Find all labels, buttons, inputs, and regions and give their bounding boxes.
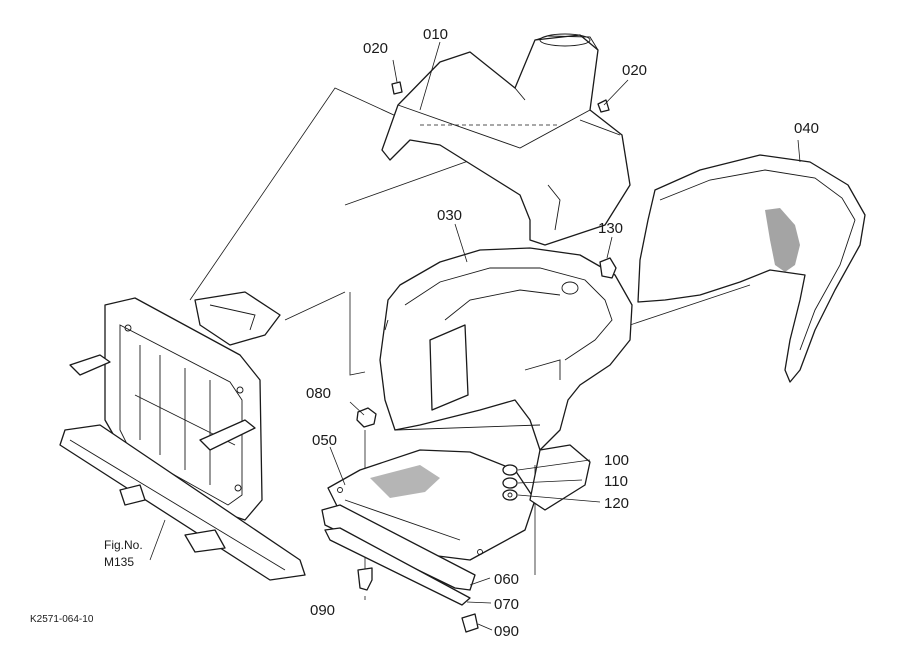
callout-090-right: 090 xyxy=(494,623,519,640)
callout-070: 070 xyxy=(494,596,519,613)
callout-010: 010 xyxy=(423,26,448,43)
callout-020-right: 020 xyxy=(622,62,647,79)
callout-120: 120 xyxy=(604,495,629,512)
callout-060: 060 xyxy=(494,571,519,588)
clip-part xyxy=(599,257,617,279)
callout-080: 080 xyxy=(306,385,331,402)
callout-040: 040 xyxy=(794,120,819,137)
callout-090-left: 090 xyxy=(310,602,335,619)
strip-parts xyxy=(321,504,476,606)
step-base-part xyxy=(529,444,591,511)
callout-110: 110 xyxy=(604,473,628,490)
callout-100: 100 xyxy=(604,452,629,469)
washer-parts xyxy=(502,464,518,501)
dash-cover-part xyxy=(381,33,631,246)
callout-leaders xyxy=(149,41,801,631)
callout-130: 130 xyxy=(598,220,623,237)
callout-020-left: 020 xyxy=(363,40,388,57)
figure-ref-line2: M135 xyxy=(104,555,134,569)
frame-assembly xyxy=(59,291,306,581)
callout-030: 030 xyxy=(437,207,462,224)
drawing-code: K2571-064-10 xyxy=(30,614,94,625)
side-cover-part xyxy=(637,154,866,383)
callout-050: 050 xyxy=(312,432,337,449)
bolt-part xyxy=(357,567,479,633)
main-panel-part xyxy=(379,247,633,451)
figure-ref-line1: Fig.No. xyxy=(104,538,143,552)
